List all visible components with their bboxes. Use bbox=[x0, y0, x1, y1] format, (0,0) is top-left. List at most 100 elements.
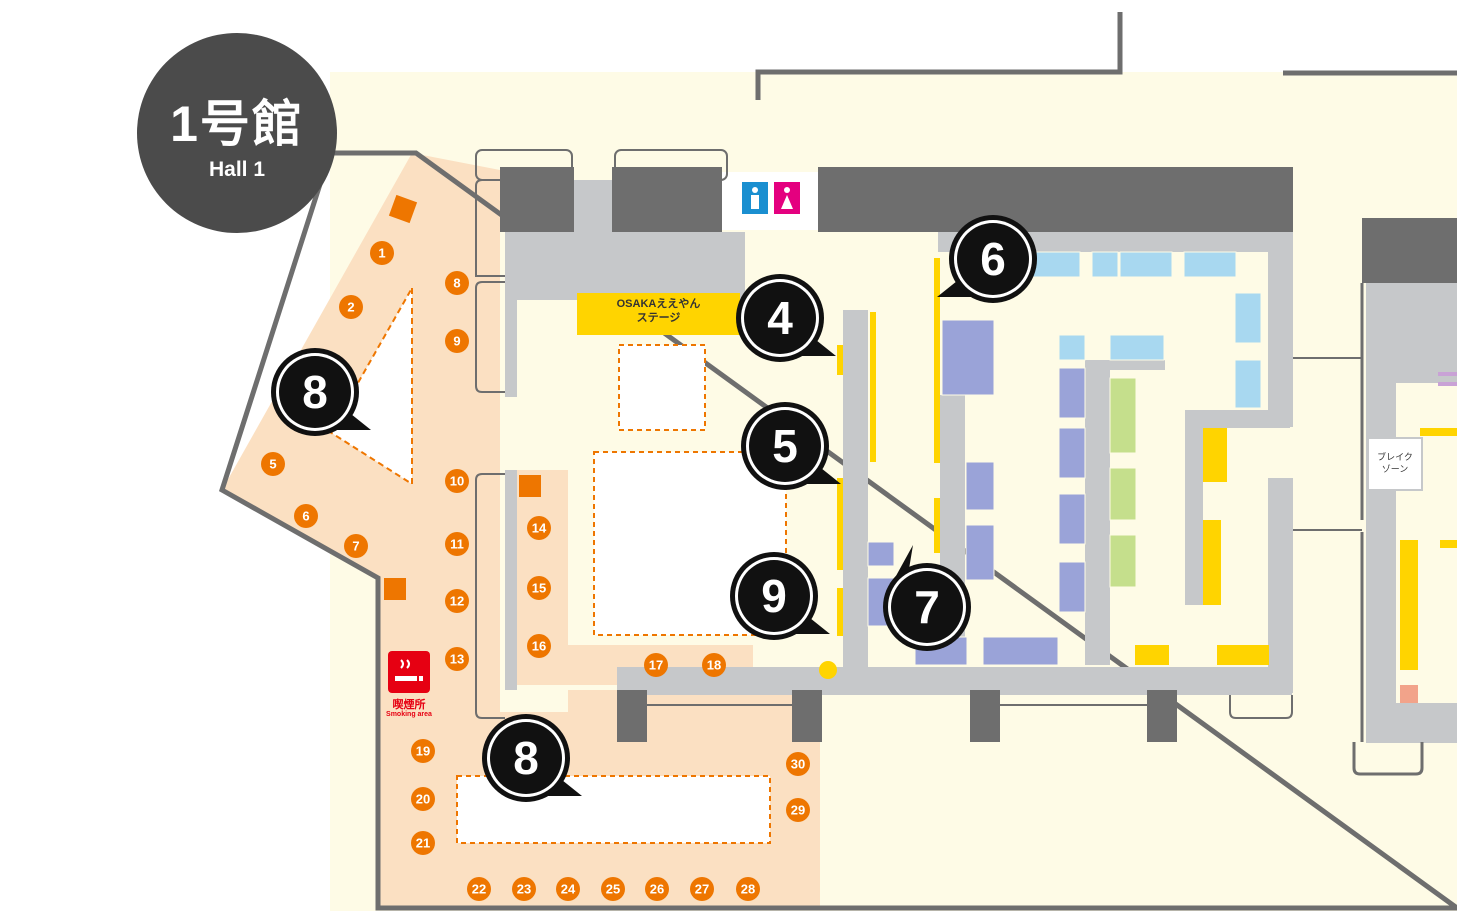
door-left-2 bbox=[475, 281, 505, 393]
spot-24: 24 bbox=[556, 877, 580, 901]
spot-20: 20 bbox=[411, 787, 435, 811]
lightblue-booths bbox=[1029, 251, 1262, 409]
hall-subtitle: Hall 1 bbox=[208, 158, 266, 181]
spot-5: 5 bbox=[261, 452, 285, 476]
break-zone-line2: ゾーン bbox=[1381, 464, 1409, 474]
spot-21: 21 bbox=[411, 831, 435, 855]
right-building-gray bbox=[1366, 283, 1457, 383]
spot-25: 25 bbox=[601, 877, 625, 901]
right-lilac-2 bbox=[1438, 382, 1457, 386]
spot-18-label: 18 bbox=[707, 658, 721, 673]
female-restroom-icon bbox=[774, 182, 800, 214]
corridor-top-left bbox=[505, 232, 745, 300]
hall-badge bbox=[137, 33, 337, 233]
stage-label-line2: ステージ bbox=[636, 312, 681, 324]
spot-6: 6 bbox=[294, 504, 318, 528]
top-wall-2 bbox=[612, 167, 722, 232]
yellow-strip-b bbox=[870, 312, 876, 462]
marker-8-left-label: 8 bbox=[302, 366, 328, 418]
spot-1-label: 1 bbox=[378, 246, 385, 261]
spot-10: 10 bbox=[445, 469, 469, 493]
spot-23: 23 bbox=[512, 877, 536, 901]
outer-wall-top bbox=[755, 12, 1123, 100]
spot-2: 2 bbox=[339, 295, 363, 319]
spot-13: 13 bbox=[445, 647, 469, 671]
male-restroom-icon bbox=[742, 182, 768, 214]
marker-8-bottom: 8 bbox=[482, 714, 582, 802]
spot-22-label: 22 bbox=[472, 882, 486, 897]
corridor-left-lower bbox=[505, 470, 517, 690]
right-building-wall bbox=[1362, 218, 1457, 283]
yellow-booth-4 bbox=[1217, 645, 1269, 665]
corridor-block-right bbox=[1268, 232, 1293, 427]
marker-9-label: 9 bbox=[761, 570, 787, 622]
corridor-block-h1v bbox=[1185, 410, 1203, 605]
corridor-block-h1 bbox=[1185, 410, 1290, 428]
yellow-booth-1 bbox=[1203, 428, 1227, 482]
marker-7-label: 7 bbox=[914, 581, 940, 633]
smoking-sublabel: Smoking area bbox=[386, 711, 432, 718]
spot-15-label: 15 bbox=[532, 581, 546, 596]
yellow-strip-a bbox=[837, 345, 843, 375]
door-right bbox=[1229, 695, 1293, 719]
corridor-mid-h bbox=[1085, 360, 1165, 370]
stage-area-small bbox=[618, 344, 706, 431]
west-walkway-triangle bbox=[328, 284, 413, 486]
spot-11-label: 11 bbox=[450, 537, 464, 552]
spot-16-label: 16 bbox=[532, 639, 546, 654]
marker-6: 6 bbox=[937, 215, 1037, 303]
marker-4: 4 bbox=[736, 274, 836, 362]
yellow-strip-c bbox=[837, 478, 843, 570]
top-wall-3 bbox=[818, 167, 1293, 232]
yellow-booth-3 bbox=[1135, 645, 1169, 665]
hall-title: 1号館 bbox=[170, 96, 304, 152]
spot-5-label: 5 bbox=[269, 457, 276, 472]
spot-17-label: 17 bbox=[649, 658, 663, 673]
corridor-center-vertical bbox=[843, 310, 868, 690]
marker-5: 5 bbox=[741, 402, 841, 490]
pillar-1 bbox=[617, 690, 647, 742]
yellow-strip-e bbox=[934, 258, 940, 463]
spot-1: 1 bbox=[370, 241, 394, 265]
spot-21-label: 21 bbox=[416, 836, 430, 851]
right-lilac-1 bbox=[1438, 372, 1457, 376]
right-pink-booth bbox=[1400, 685, 1418, 703]
spot-30-label: 30 bbox=[791, 757, 805, 772]
stage-label: OSAKAええやん ステージ bbox=[577, 297, 740, 325]
spot-19-label: 19 bbox=[416, 744, 430, 759]
break-zone-label: ブレイク ゾーン bbox=[1368, 451, 1422, 475]
stage-sign bbox=[577, 293, 740, 335]
break-zone-line1: ブレイク bbox=[1377, 452, 1413, 462]
door-left-1 bbox=[475, 179, 505, 277]
corridor-left-vertical bbox=[505, 232, 517, 397]
spot-7-label: 7 bbox=[352, 539, 359, 554]
spot-14-label: 14 bbox=[532, 521, 547, 536]
smoking-icon bbox=[388, 651, 430, 693]
spot-2-label: 2 bbox=[347, 300, 354, 315]
spot-15: 15 bbox=[527, 576, 551, 600]
spot-9: 9 bbox=[445, 329, 469, 353]
spot-24-label: 24 bbox=[561, 882, 576, 897]
pillar-4 bbox=[1147, 690, 1177, 742]
spot-11: 11 bbox=[445, 532, 469, 556]
spot-8: 8 bbox=[445, 271, 469, 295]
spot-29-label: 29 bbox=[791, 803, 805, 818]
spot-27: 27 bbox=[690, 877, 714, 901]
spot-7: 7 bbox=[344, 534, 368, 558]
corridor-block-right2 bbox=[1268, 478, 1293, 693]
west-walkway bbox=[222, 153, 820, 908]
spot-30: 30 bbox=[786, 752, 810, 776]
spot-26-label: 26 bbox=[650, 882, 664, 897]
corridor-block-v2 bbox=[1085, 360, 1110, 665]
right-building-gray3 bbox=[1366, 703, 1457, 743]
right-yellow-1 bbox=[1400, 540, 1418, 670]
marker-4-label: 4 bbox=[767, 292, 793, 344]
smoking-label: 喫煙所 bbox=[392, 699, 426, 711]
pillar-2 bbox=[792, 690, 822, 742]
marker-7: 7 bbox=[883, 545, 971, 651]
yellow-strip-f bbox=[934, 498, 940, 553]
restroom-area bbox=[722, 172, 818, 230]
right-door bbox=[1352, 532, 1424, 776]
yellow-dot bbox=[819, 661, 837, 679]
spot-23-label: 23 bbox=[517, 882, 531, 897]
